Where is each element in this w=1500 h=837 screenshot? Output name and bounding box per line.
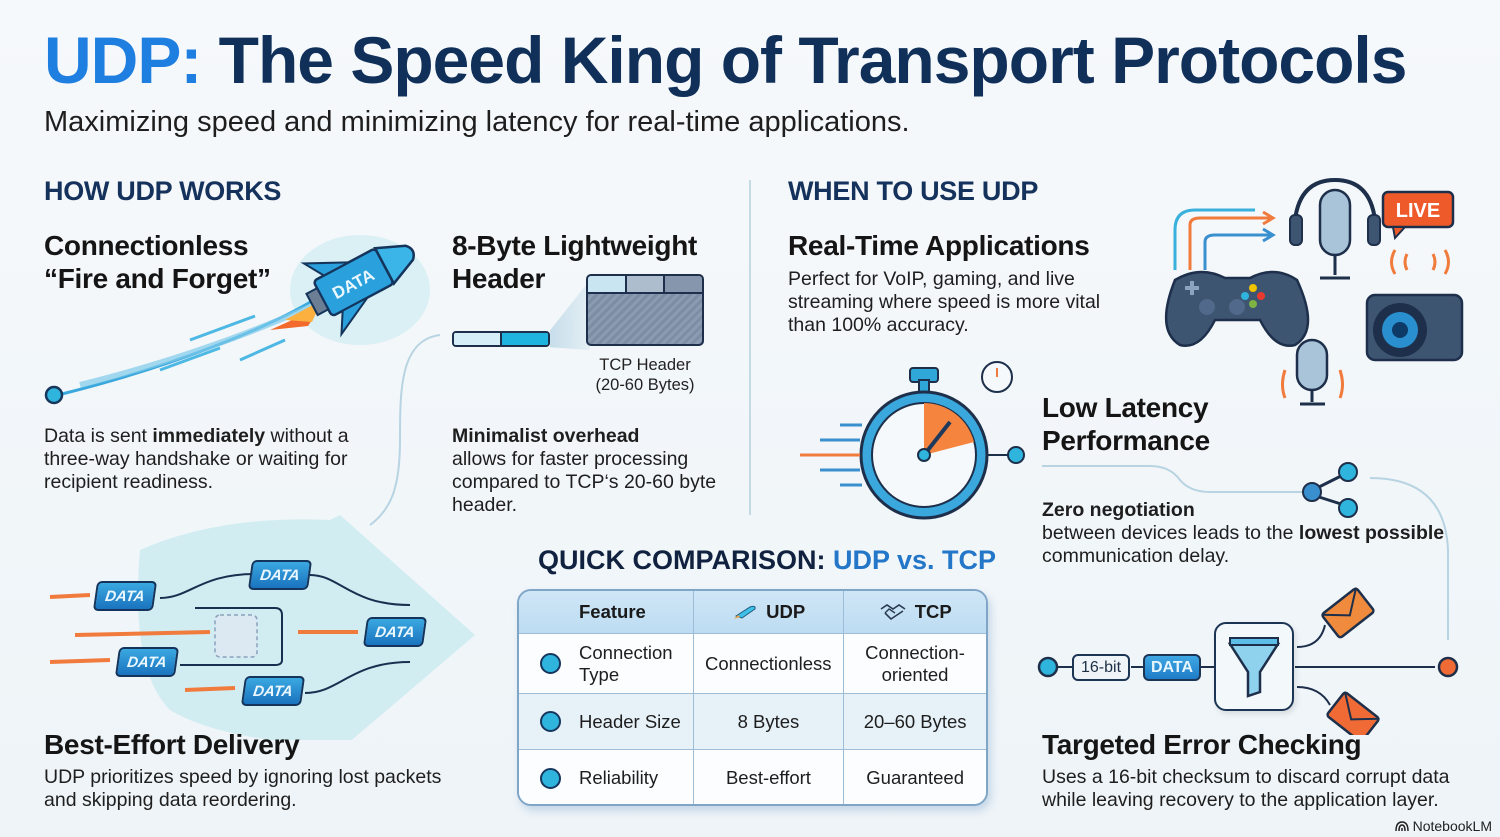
- handshake-icon: [879, 603, 907, 621]
- column-header-tcp: TCP: [844, 591, 986, 633]
- svg-text:LIVE: LIVE: [1396, 200, 1440, 222]
- data-packet-2: DATA: [247, 560, 313, 590]
- realtime-title: Real-Time Applications: [788, 230, 1090, 261]
- page-subtitle: Maximizing speed and minimizing latency …: [44, 106, 910, 138]
- connectionless-description: Data is sent immediately without a three…: [44, 425, 349, 493]
- best-effort-arrow-illustration: [49, 515, 475, 740]
- latency-title: Low Latency Performance: [1042, 392, 1210, 456]
- row-tcp-value: Connection-oriented: [865, 641, 965, 685]
- error-checking-description: Uses a 16-bit checksum to discard corrup…: [1042, 766, 1450, 811]
- funnel-filter-icon: [1227, 637, 1281, 698]
- notebooklm-logo-icon: [1394, 821, 1409, 832]
- bullet-dot-icon: [540, 767, 561, 789]
- section-heading-when-to-use: WHEN TO USE UDP: [788, 176, 1039, 206]
- row-udp-value: 8 Bytes: [694, 694, 845, 749]
- connectionless-title-line1: Connectionless: [44, 230, 249, 261]
- microphone-icon: [1295, 338, 1329, 392]
- filter-box: [1214, 622, 1294, 711]
- rocket-icon: [732, 604, 758, 620]
- section-heading-how-udp-works: HOW UDP WORKS: [44, 176, 282, 206]
- row-udp-value: Best-effort: [694, 750, 845, 804]
- headset-mic-icon: [1293, 177, 1377, 221]
- title-main: The Speed King of Transport Protocols: [218, 23, 1408, 97]
- error-check-flow-lines: [1037, 587, 1459, 735]
- checksum-16-bit-pill: 16-bit: [1072, 654, 1130, 681]
- best-effort-title: Best-Effort Delivery: [44, 729, 300, 760]
- realtime-apps-illustration: LIVE: [1164, 177, 1464, 406]
- table-row: Connection Type Connectionless Connectio…: [519, 634, 986, 694]
- discarded-envelope-icon-2: [1326, 691, 1380, 735]
- row-tcp-value: 20–60 Bytes: [863, 710, 967, 732]
- connectionless-title: Connectionless “Fire and Forget”: [44, 229, 271, 295]
- rocket-icon: DATA: [44, 235, 430, 405]
- tcp-header-label: TCP Header (20-60 Bytes): [595, 356, 695, 394]
- connector-curve: [369, 334, 441, 526]
- table-row: Reliability Best-effort Guaranteed: [519, 750, 986, 804]
- connectionless-title-line2: “Fire and Forget”: [44, 263, 271, 294]
- section-divider: [749, 180, 751, 515]
- row-feature: Header Size: [579, 710, 681, 732]
- row-tcp-value: Guaranteed: [866, 767, 964, 788]
- comparison-table: Feature UDP TCP Connection Type Connecti…: [517, 589, 988, 806]
- row-udp-value: Connectionless: [694, 634, 845, 693]
- bullet-dot-icon: [540, 711, 561, 732]
- stopwatch-icon: [800, 361, 1025, 520]
- comparison-title: QUICK COMPARISON: UDP vs. TCP: [538, 545, 997, 575]
- error-checking-title: Targeted Error Checking: [1042, 729, 1362, 760]
- data-packet-1: DATA: [92, 581, 158, 611]
- row-feature: Connection Type: [579, 641, 673, 685]
- title-accent: UDP:: [44, 23, 202, 97]
- realtime-description: Perfect for VoIP, gaming, and live strea…: [788, 268, 1101, 336]
- discarded-envelope-icon: [1321, 587, 1375, 639]
- row-feature: Reliability: [579, 767, 659, 788]
- data-packet-5: DATA: [240, 676, 306, 706]
- table-header-row: Feature UDP TCP: [519, 591, 986, 634]
- live-badge: [1381, 190, 1455, 229]
- udp-header-bar-icon: [452, 331, 550, 347]
- bullet-dot-icon: [540, 653, 561, 674]
- notebooklm-brand: NotebookLM: [1394, 818, 1492, 834]
- best-effort-description: UDP prioritizes speed by ignoring lost p…: [44, 766, 442, 811]
- header-size-description: Minimalist overhead allows for faster pr…: [452, 425, 717, 516]
- data-packet-3: DATA: [114, 647, 180, 677]
- tcp-header-box-icon: [586, 274, 704, 346]
- header-size-title: 8-Byte Lightweight Header: [452, 230, 698, 294]
- data-packet-4: DATA: [362, 617, 428, 647]
- table-row: Header Size 8 Bytes 20–60 Bytes: [519, 694, 986, 750]
- column-header-udp: UDP: [694, 591, 845, 633]
- latency-description: Zero negotiation between devices leads t…: [1042, 499, 1445, 567]
- data-pill: DATA: [1143, 654, 1201, 681]
- latency-connector: [1042, 462, 1449, 640]
- column-header-feature: Feature: [519, 591, 694, 633]
- page-title: UDP: The Speed King of Transport Protoco…: [44, 22, 1408, 98]
